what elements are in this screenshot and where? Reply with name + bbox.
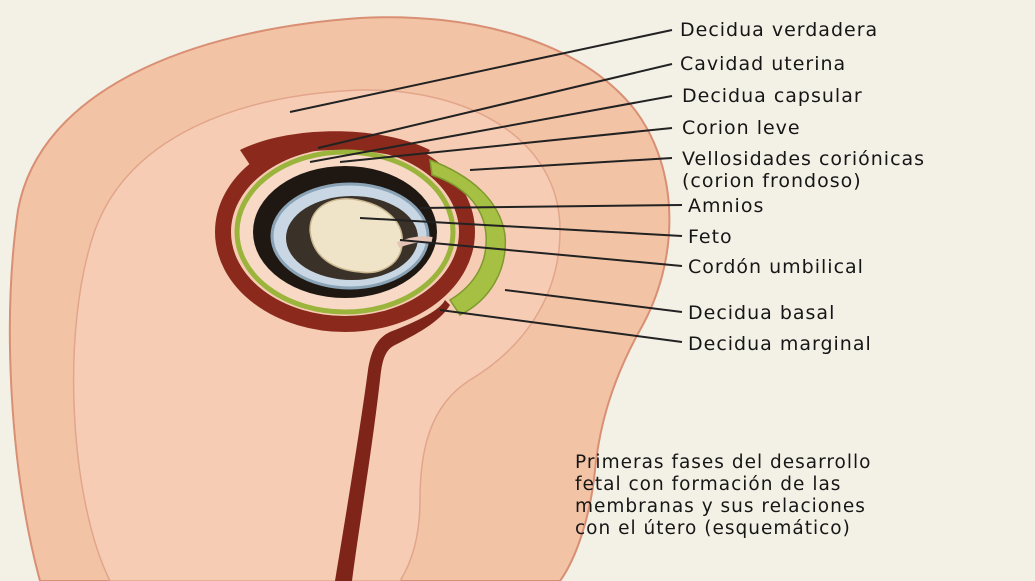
caption-line-3: membranas y sus relaciones [575, 496, 871, 518]
caption-line-1: Primeras fases del desarrollo [575, 452, 871, 474]
caption-line-2: fetal con formación de las [575, 474, 871, 496]
label-decidua-capsular: Decidua capsular [682, 85, 863, 107]
label-corion-leve: Corion leve [682, 117, 801, 139]
label-feto: Feto [688, 226, 733, 248]
label-decidua-verdadera: Decidua verdadera [680, 19, 878, 41]
label-corion-frondoso: (corion frondoso) [682, 170, 862, 192]
label-decidua-basal: Decidua basal [688, 302, 835, 324]
label-cordon-umbilical: Cordón umbilical [688, 256, 864, 278]
caption: Primeras fases del desarrollo fetal con … [575, 452, 871, 540]
label-vellosidades: Vellosidades coriónicas [682, 148, 925, 170]
label-amnios: Amnios [688, 195, 764, 217]
caption-line-4: con el útero (esquemático) [575, 518, 871, 540]
label-cavidad-uterina: Cavidad uterina [680, 53, 846, 75]
label-decidua-marginal: Decidua marginal [688, 333, 872, 355]
